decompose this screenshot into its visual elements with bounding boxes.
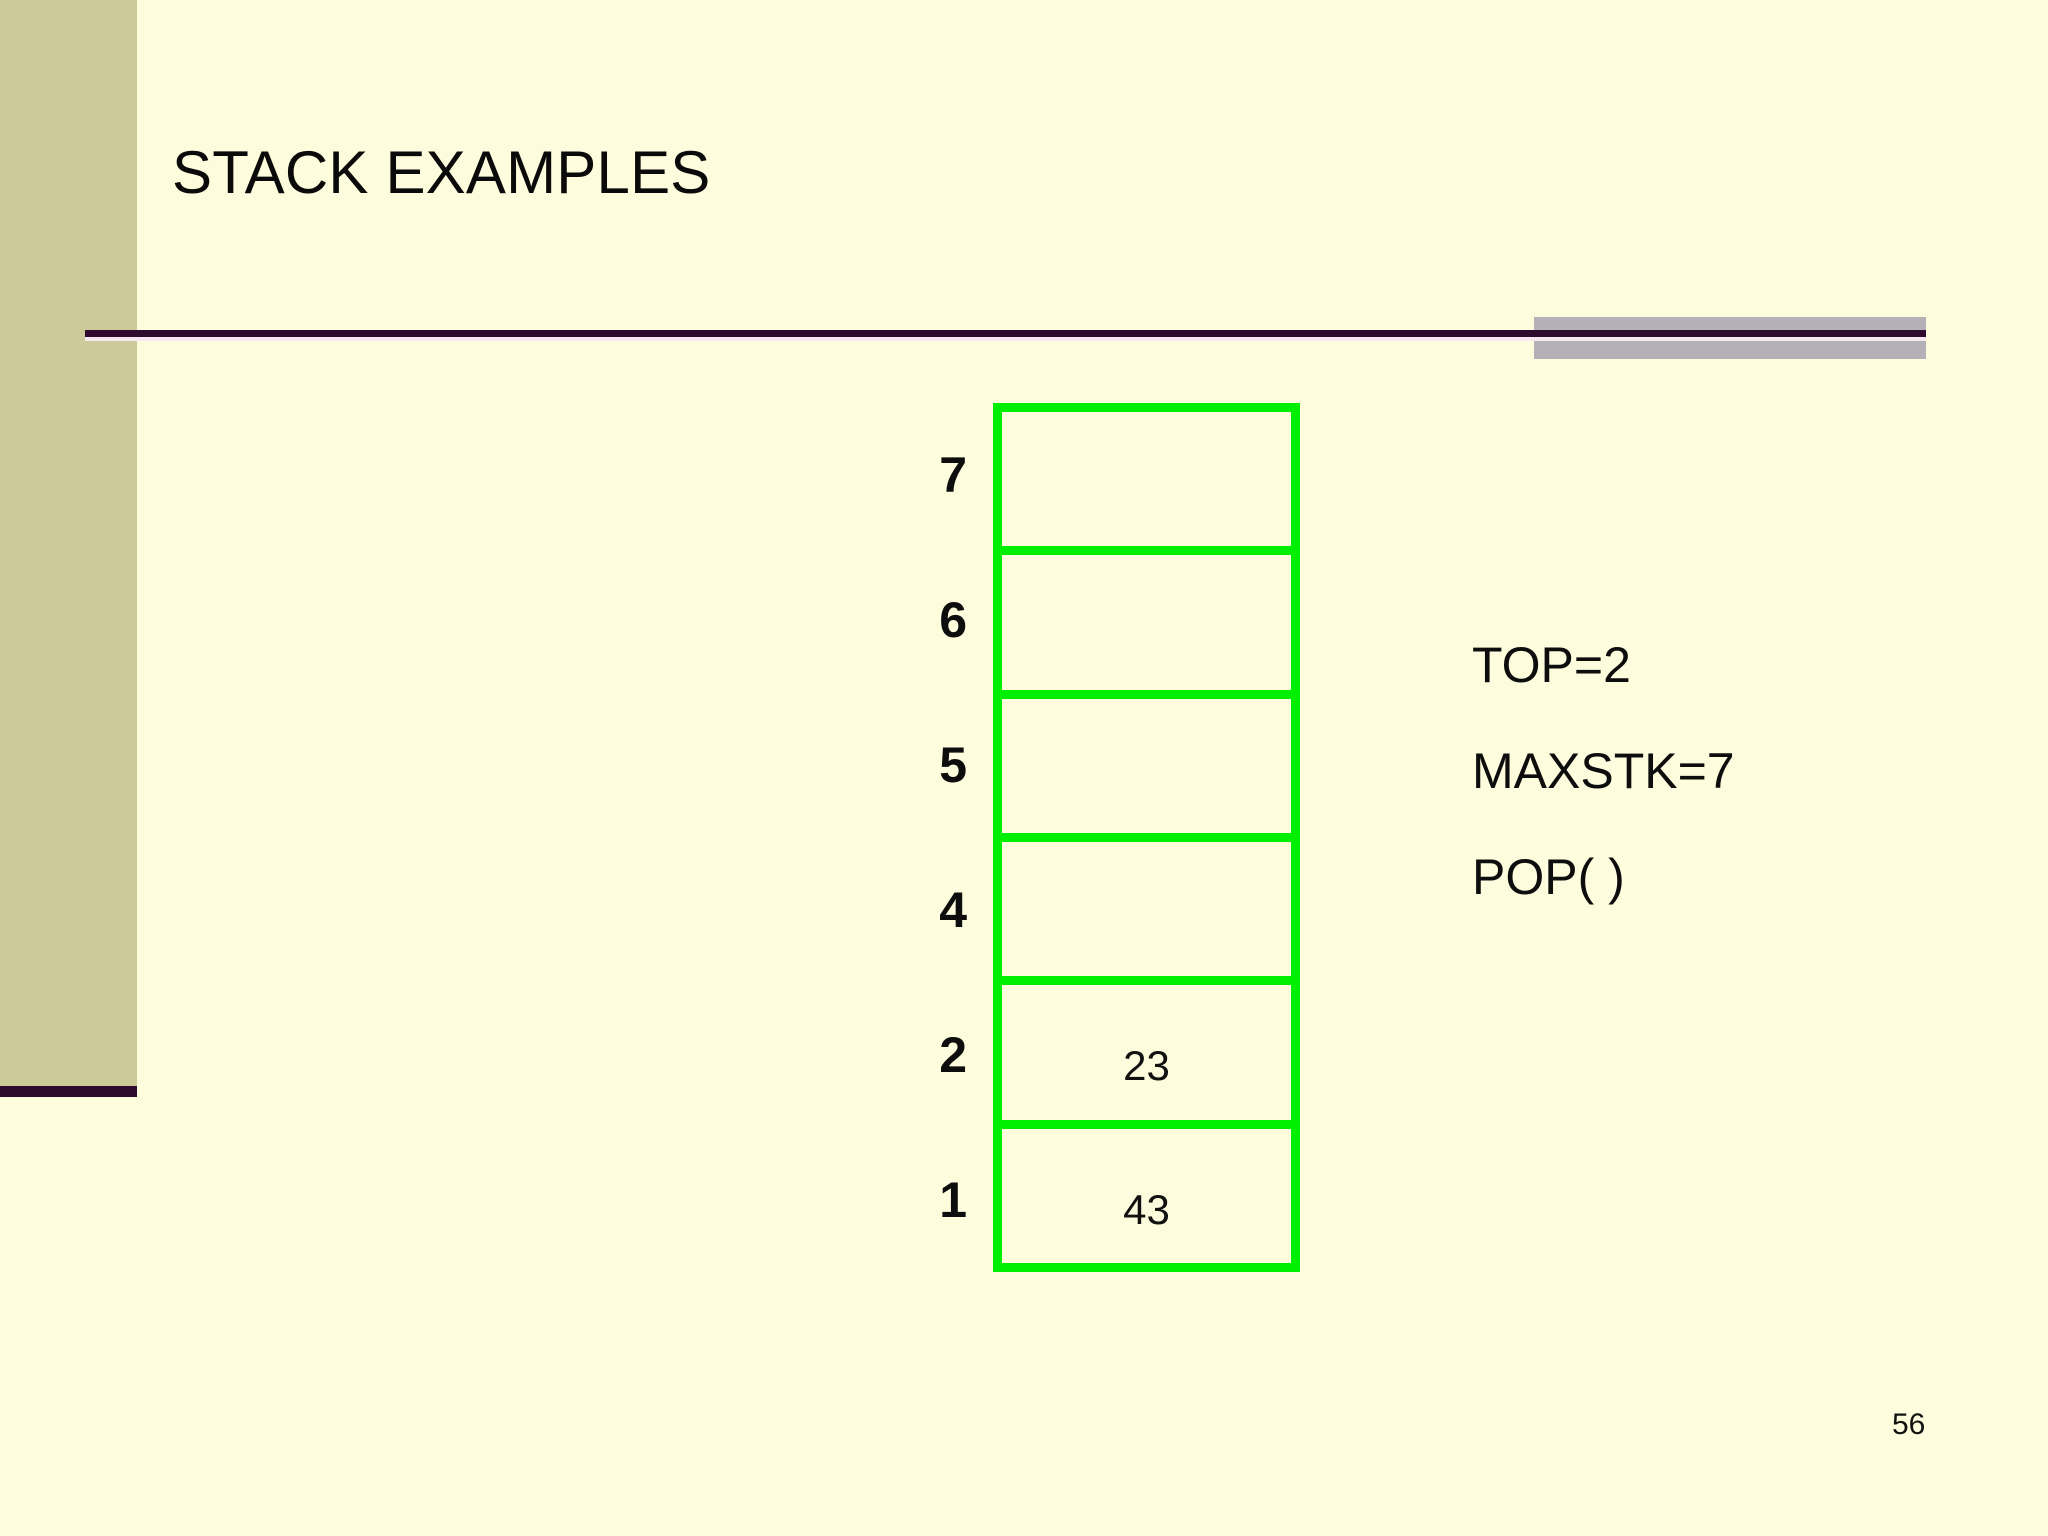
stack-index-label: 2 <box>939 1026 967 1083</box>
page-number: 56 <box>1892 1408 1926 1441</box>
stack-cell <box>1002 842 1291 986</box>
annotation-maxstk: MAXSTK=7 <box>1472 743 1735 799</box>
stack-index-label: 5 <box>939 737 967 794</box>
page-title: STACK EXAMPLES <box>172 139 711 206</box>
stack-cell <box>1002 555 1291 699</box>
header-divider-highlight <box>85 337 1926 341</box>
header-divider-rule <box>85 330 1926 337</box>
stack-cell: 23 <box>1002 985 1291 1129</box>
stack-index-labels: 7 6 5 4 2 1 <box>905 403 989 1272</box>
stack-cell-value: 23 <box>1123 1042 1170 1090</box>
stack-annotations: TOP=2 MAXSTK=7 POP( ) <box>1472 640 1952 902</box>
stack-index-label: 4 <box>939 881 967 938</box>
stack-cell-value: 43 <box>1123 1185 1170 1233</box>
stack-cells-container: 23 43 <box>993 403 1300 1272</box>
stack-cell: 43 <box>1002 1129 1291 1263</box>
stack-diagram: 7 6 5 4 2 1 23 43 <box>905 403 1305 1275</box>
stack-index-label: 6 <box>939 592 967 649</box>
stack-index-label: 1 <box>939 1171 967 1228</box>
annotation-pop: POP( ) <box>1472 849 1625 905</box>
stack-cell <box>1002 699 1291 842</box>
decorative-side-band-foot <box>0 1086 137 1097</box>
decorative-side-band <box>0 0 137 1086</box>
stack-cell <box>1002 412 1291 556</box>
annotation-top: TOP=2 <box>1472 637 1631 693</box>
stack-index-label: 7 <box>939 447 967 504</box>
